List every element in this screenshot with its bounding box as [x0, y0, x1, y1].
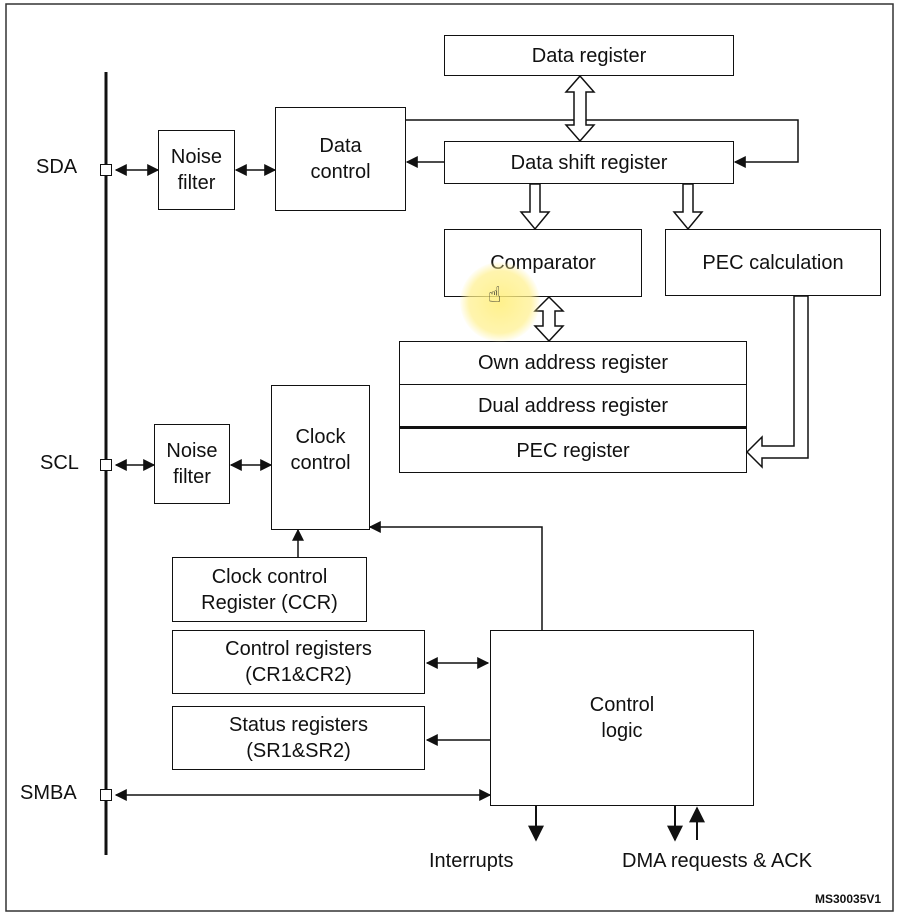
- data-control-block: Data control: [275, 107, 406, 211]
- noise-filter-sda-block: Noise filter: [158, 130, 235, 210]
- data-register-block: Data register: [444, 35, 734, 76]
- sda-pin: [100, 164, 112, 176]
- interrupts-label: Interrupts: [429, 850, 514, 872]
- shift-pec-arrow: [672, 183, 704, 231]
- cursor-highlight: [460, 262, 540, 342]
- sda-label: SDA: [36, 156, 78, 178]
- control-logic-block: Control logic: [490, 630, 754, 806]
- dma-label: DMA requests & ACK: [622, 850, 813, 872]
- pec-calculation-block: PEC calculation: [665, 229, 881, 296]
- hand-pointer-icon: ☝: [488, 282, 502, 307]
- logic-to-clock-arrow: [368, 521, 543, 630]
- status-registers-block: Status registers (SR1&SR2): [172, 706, 425, 770]
- outer-border: [5, 3, 894, 912]
- data-shift-register-block: Data shift register: [444, 141, 734, 184]
- noise-filter-scl-block: Noise filter: [154, 424, 230, 504]
- smba-pin: [100, 789, 112, 801]
- scl-pin: [100, 459, 112, 471]
- clock-control-block: Clock control: [271, 385, 370, 530]
- datacontrol-loop-arrow: [406, 119, 799, 168]
- control-registers-block: Control registers (CR1&CR2): [172, 630, 425, 694]
- pec-calc-register-arrow: [745, 295, 809, 469]
- own-address-register-block: Own address register: [399, 341, 747, 385]
- data-shift-double-arrow: [564, 74, 596, 143]
- dual-address-register-block: Dual address register: [399, 384, 747, 429]
- figure-reference: MS30035V1: [815, 892, 882, 906]
- smba-label: SMBA: [20, 782, 77, 804]
- pec-register-block: PEC register: [399, 428, 747, 473]
- shift-comparator-arrow: [519, 183, 551, 231]
- scl-label: SCL: [40, 452, 79, 474]
- clock-control-register-block: Clock control Register (CCR): [172, 557, 367, 622]
